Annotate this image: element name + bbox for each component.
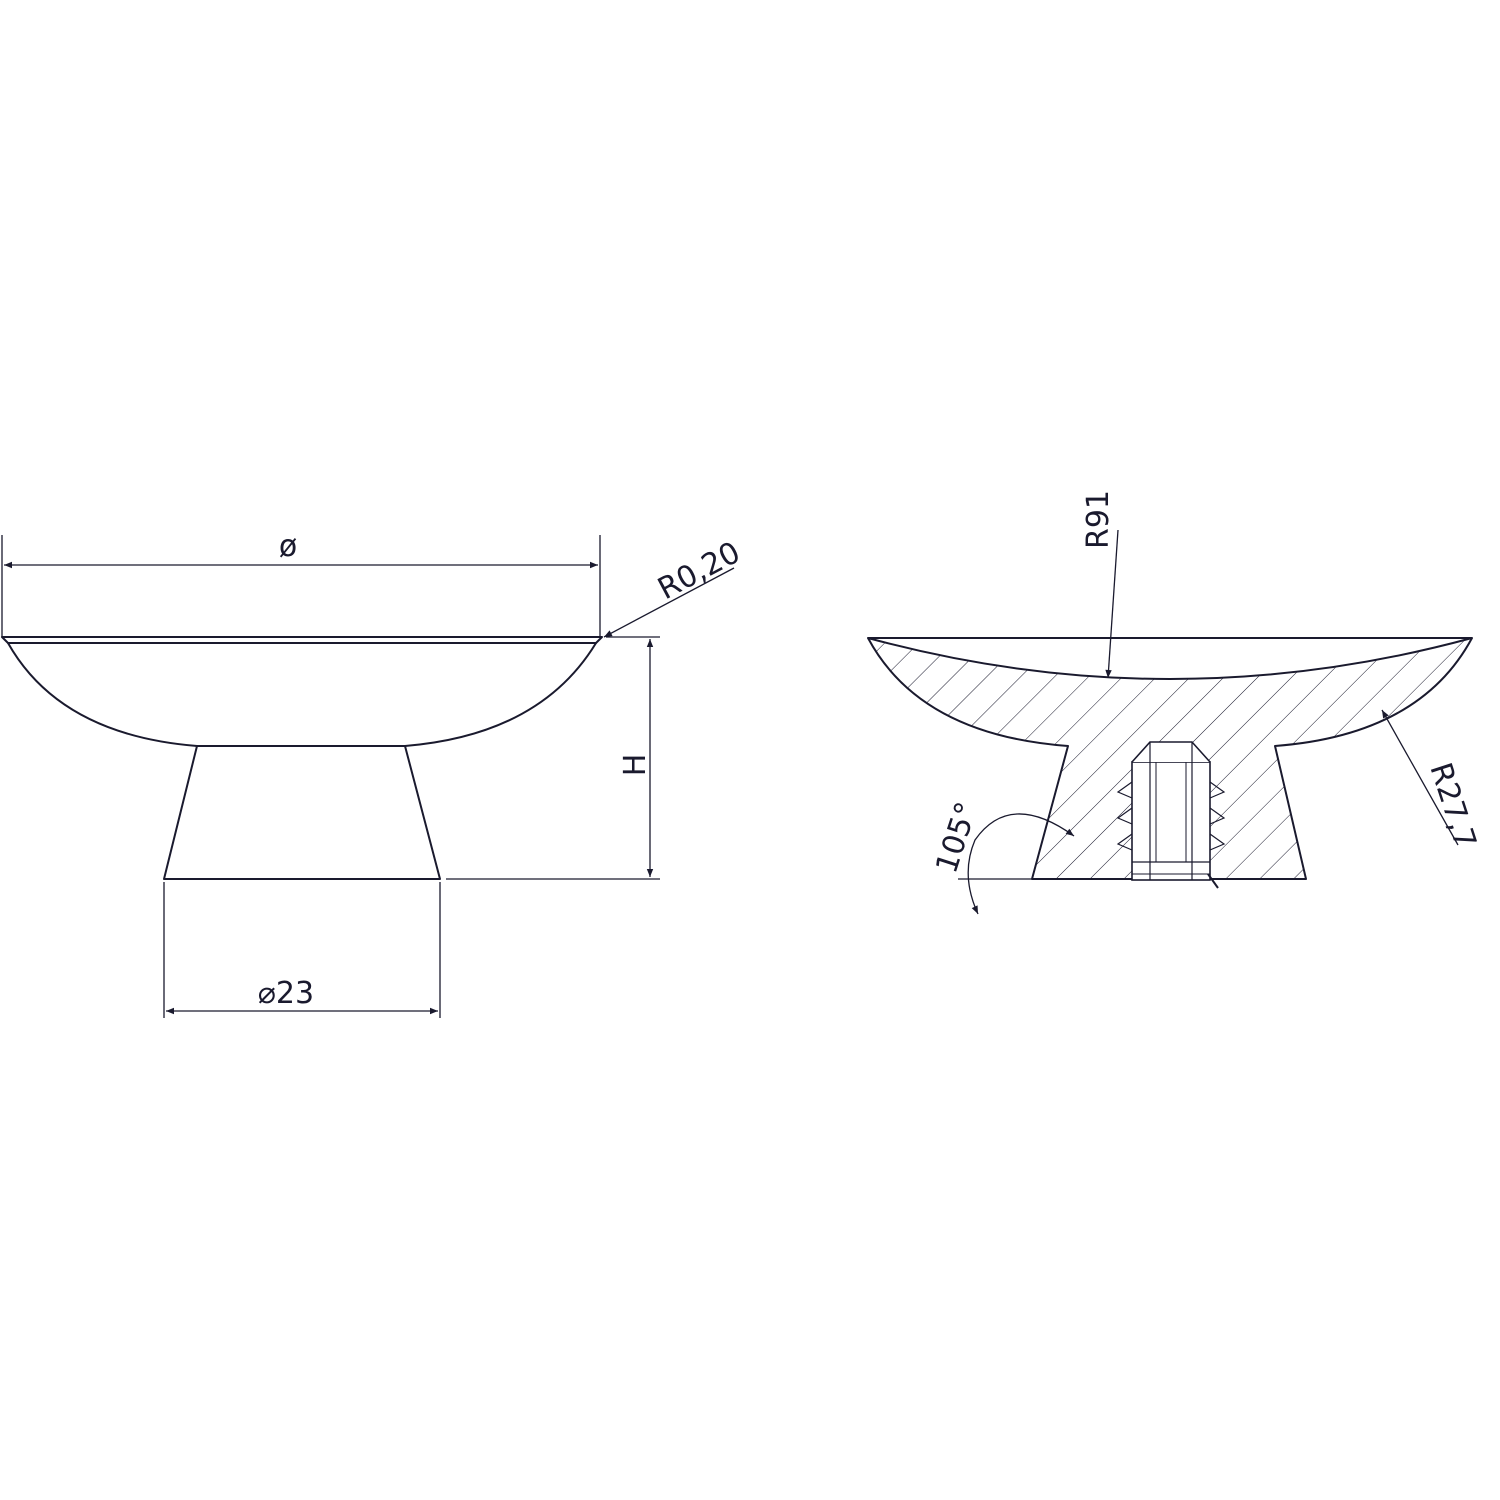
- angle-arc: [967, 813, 1075, 915]
- stem-outline: [163, 745, 441, 880]
- side-view: ø R0,20 H ⌀23: [1, 529, 746, 1018]
- cap-bowl-outline: [7, 642, 597, 747]
- height-label: H: [618, 754, 653, 777]
- cap-rim-outline: [1, 636, 603, 644]
- diameter-label: ø: [279, 529, 297, 564]
- base-diameter-label: ⌀23: [258, 976, 314, 1011]
- threaded-insert: [1116, 741, 1226, 889]
- top-radius-leader: [1105, 529, 1119, 679]
- edge-radius-leader: [603, 567, 735, 638]
- section-view: R91 R27,7 105°: [867, 490, 1483, 915]
- edge-radius-label: R0,20: [652, 535, 746, 607]
- top-radius-label: R91: [1081, 490, 1116, 549]
- side-radius-label: R27,7: [1422, 759, 1482, 853]
- side-radius-leader: [1381, 709, 1459, 846]
